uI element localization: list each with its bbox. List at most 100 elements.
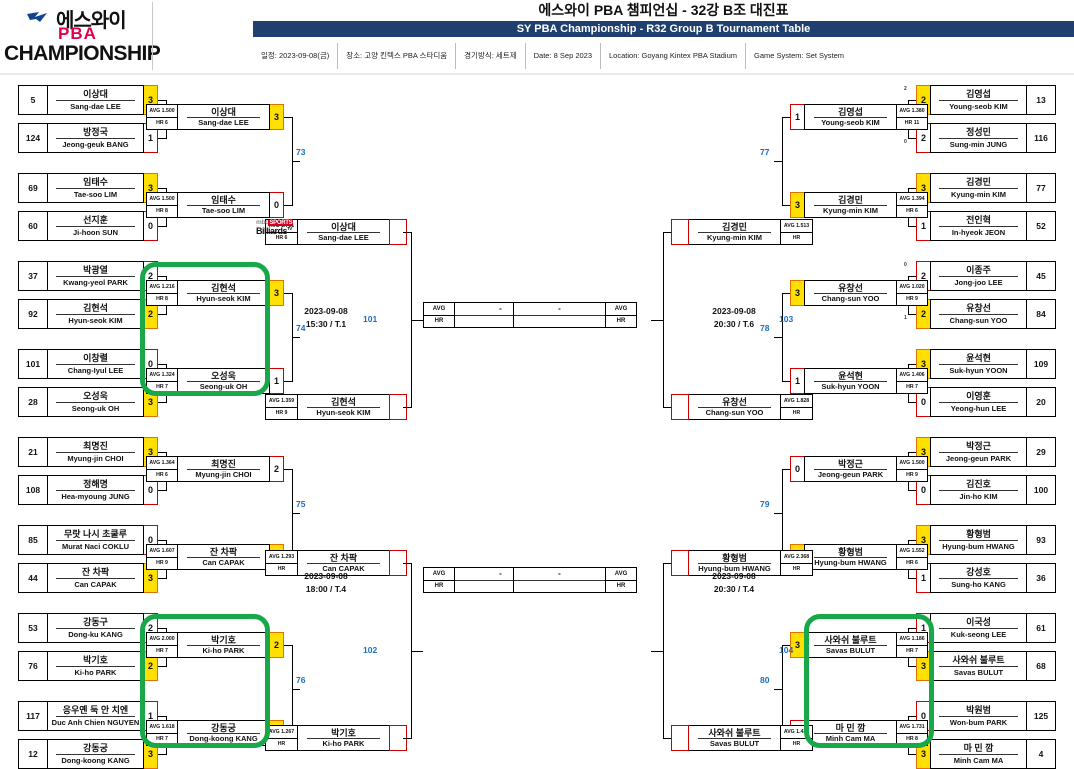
r16-match-number: 76 (296, 675, 306, 685)
bracket-connector (284, 645, 292, 646)
qf-match-number: 101 (363, 314, 378, 324)
player-name-en: Kyung-min KIM (707, 232, 762, 242)
player-name-kr: 이상대 (307, 222, 380, 233)
player-seed: 21 (18, 437, 48, 467)
player-name-en: Yeong-hun LEE (950, 403, 1007, 413)
player-name-kr: 최명진 (187, 459, 260, 470)
player-name-en: Suk-hyun YOON (821, 381, 880, 391)
bracket-connector (908, 754, 916, 755)
meta-cell-2: 경기방식: 세트제 (455, 43, 524, 69)
bracket-connector (774, 513, 782, 514)
schedule-date: 2023-09-08 (712, 306, 756, 316)
bracket-connector (782, 381, 790, 382)
player-name-kr: 박원범 (938, 705, 1019, 717)
player-avg: AVG 1.432 (781, 726, 812, 739)
player-name-en: Savas BULUT (825, 645, 876, 655)
bracket-connector (284, 293, 292, 294)
schedule-time: 20:30 / T.6 (713, 319, 755, 329)
player-name-en: Tae-soo LIM (201, 205, 246, 215)
bracket-connector (782, 645, 790, 646)
player-avg: AVG 1.267 (266, 726, 297, 739)
bracket-connector (292, 689, 300, 690)
bracket-connector (158, 100, 166, 101)
player-avg: AVG 1.293 (266, 551, 297, 564)
player-score (671, 394, 689, 420)
mini-score: 1 (904, 315, 907, 321)
empty-dash: - (514, 568, 605, 581)
player-name-kr: 박광열 (55, 265, 136, 277)
broadcaster-logo: mbcSPORTS BilliardsTV (256, 219, 302, 236)
player-name-en: Minh Cam MA (825, 733, 876, 743)
player-avg: AVG 1.618 (147, 721, 177, 734)
bracket-connector (292, 513, 300, 514)
player-name-kr: 황형범 (698, 553, 771, 564)
bracket-connector (782, 117, 790, 118)
player-score (671, 725, 689, 751)
player-name-en: Chang-sun YOO (821, 293, 880, 303)
bracket-connector (651, 651, 663, 652)
